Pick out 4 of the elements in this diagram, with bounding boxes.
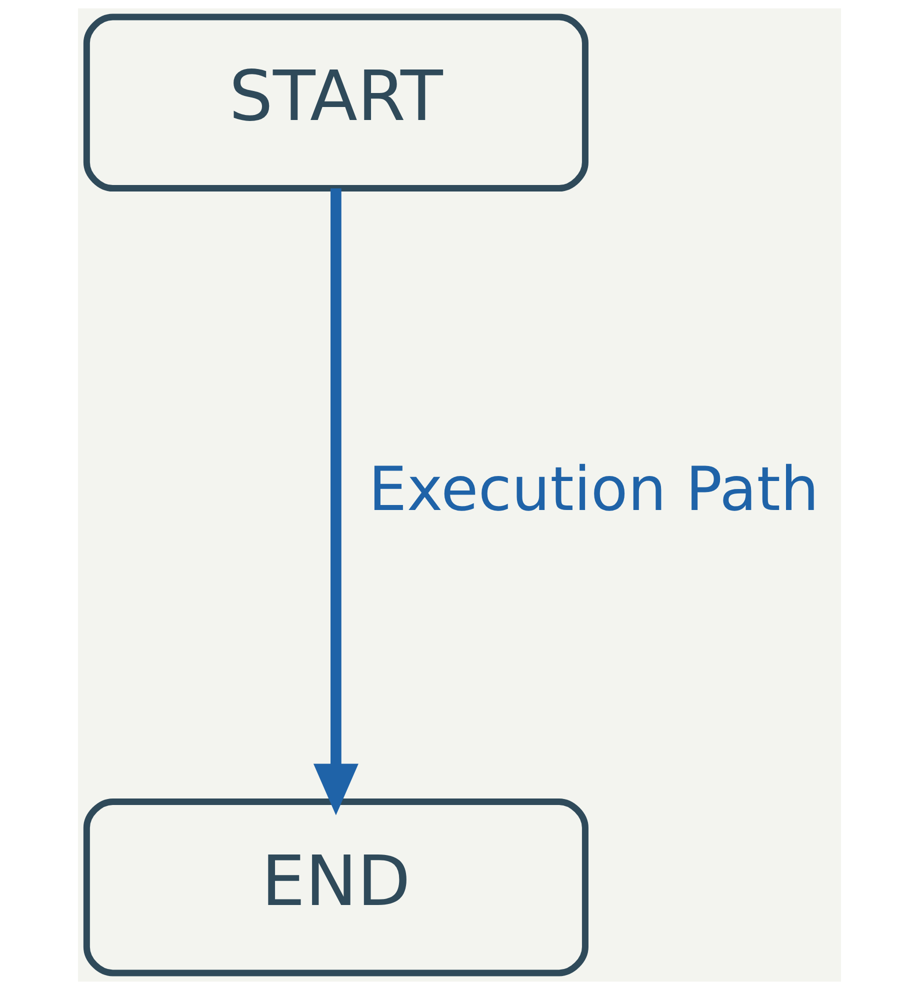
- arrow: [312, 188, 358, 816]
- edge-label: Execution Path: [368, 454, 818, 525]
- node-box: END: [82, 798, 588, 976]
- node-box: START: [82, 14, 588, 192]
